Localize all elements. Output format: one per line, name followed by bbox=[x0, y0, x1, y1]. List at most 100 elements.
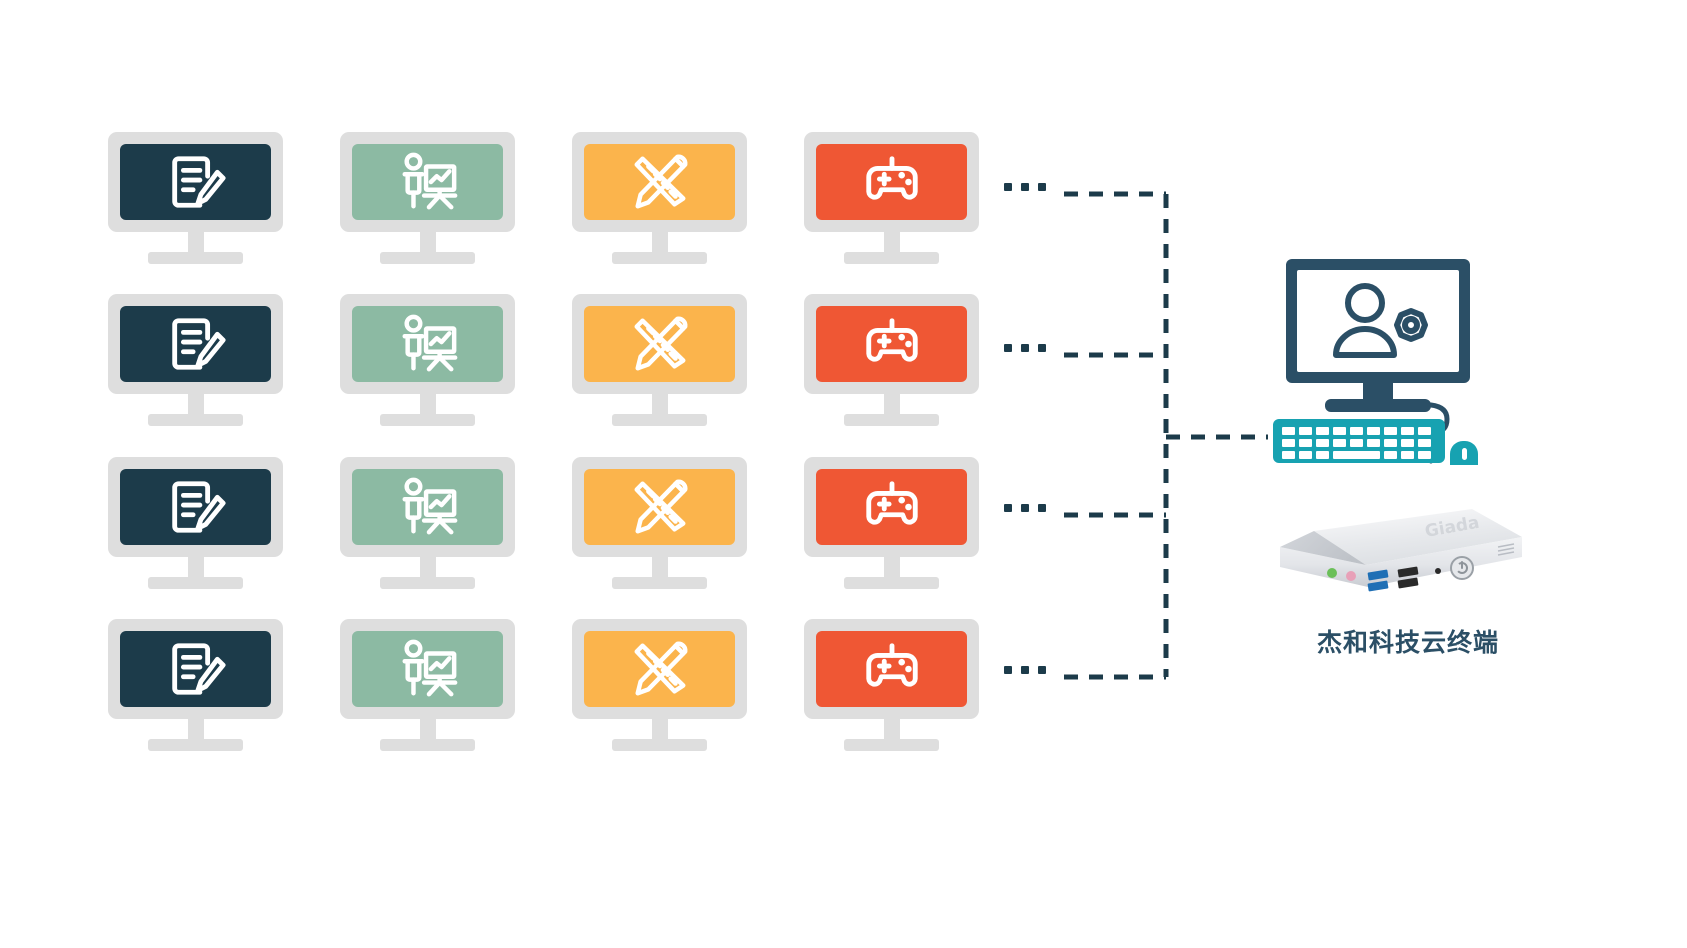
client-monitor-training-r4[interactable] bbox=[340, 619, 515, 751]
monitor-screen bbox=[120, 631, 271, 707]
monitor-base bbox=[1325, 399, 1431, 412]
monitor-neck bbox=[187, 232, 204, 254]
minipc-vents bbox=[1497, 543, 1515, 556]
monitor-base bbox=[148, 739, 243, 751]
monitor-screen bbox=[816, 631, 967, 707]
monitor-base bbox=[612, 739, 707, 751]
ruler-pencil-icon bbox=[629, 476, 691, 538]
monitor bbox=[804, 294, 979, 426]
monitor-base bbox=[148, 252, 243, 264]
document-pencil-icon bbox=[165, 476, 227, 538]
monitor bbox=[804, 457, 979, 589]
client-monitor-design-r2[interactable] bbox=[572, 294, 747, 426]
monitor-screen bbox=[352, 469, 503, 545]
monitor-base bbox=[612, 252, 707, 264]
client-monitor-grid bbox=[108, 132, 1008, 762]
monitor-screen bbox=[120, 144, 271, 220]
monitor-screen bbox=[352, 306, 503, 382]
client-monitor-training-r3[interactable] bbox=[340, 457, 515, 589]
minipc-top-face bbox=[1314, 509, 1522, 565]
row-ellipsis-4 bbox=[1004, 666, 1046, 674]
monitor-neck bbox=[651, 719, 668, 741]
user-gear-icon bbox=[1333, 283, 1397, 358]
monitor-base bbox=[844, 577, 939, 589]
monitor-base bbox=[844, 252, 939, 264]
monitor-screen bbox=[120, 469, 271, 545]
client-monitor-gaming-r2[interactable] bbox=[804, 294, 979, 426]
client-monitor-office-r4[interactable] bbox=[108, 619, 283, 751]
terminal-label: 杰和科技云终端 bbox=[1316, 628, 1499, 657]
monitor-neck bbox=[883, 719, 900, 741]
usb2-port-2 bbox=[1397, 577, 1419, 589]
mouse-wheel bbox=[1462, 448, 1467, 460]
client-monitor-design-r4[interactable] bbox=[572, 619, 747, 751]
presenter-chart-icon bbox=[397, 476, 459, 538]
reset-pinhole bbox=[1435, 568, 1441, 574]
monitor bbox=[340, 132, 515, 264]
monitor-neck bbox=[883, 232, 900, 254]
ruler-pencil-icon bbox=[629, 151, 691, 213]
monitor-screen bbox=[584, 631, 735, 707]
monitor bbox=[572, 294, 747, 426]
client-monitor-office-r2[interactable] bbox=[108, 294, 283, 426]
monitor bbox=[108, 294, 283, 426]
mic-in-jack bbox=[1346, 571, 1356, 581]
monitor bbox=[108, 619, 283, 751]
monitor-base bbox=[148, 414, 243, 426]
keyboard bbox=[1273, 419, 1445, 463]
client-monitor-gaming-r3[interactable] bbox=[804, 457, 979, 589]
monitor bbox=[572, 132, 747, 264]
minipc-cloud-terminal: Giada bbox=[1280, 509, 1522, 592]
ruler-pencil-icon bbox=[629, 638, 691, 700]
monitor-base bbox=[612, 577, 707, 589]
client-monitor-design-r3[interactable] bbox=[572, 457, 747, 589]
keyboard-keys bbox=[1282, 427, 1431, 459]
client-monitor-office-r1[interactable] bbox=[108, 132, 283, 264]
monitor-neck bbox=[651, 232, 668, 254]
monitor bbox=[340, 619, 515, 751]
row-ellipsis-1 bbox=[1004, 183, 1046, 191]
monitor-base bbox=[380, 252, 475, 264]
monitor-screen bbox=[816, 306, 967, 382]
monitor-neck bbox=[419, 719, 436, 741]
monitor-base bbox=[380, 739, 475, 751]
presenter-chart-icon bbox=[397, 151, 459, 213]
monitor-base bbox=[844, 739, 939, 751]
monitor-neck bbox=[651, 394, 668, 416]
monitor-neck bbox=[187, 557, 204, 579]
monitor-base bbox=[844, 414, 939, 426]
row-ellipsis-2 bbox=[1004, 344, 1046, 352]
client-monitor-gaming-r1[interactable] bbox=[804, 132, 979, 264]
client-monitor-training-r2[interactable] bbox=[340, 294, 515, 426]
monitor-neck bbox=[419, 232, 436, 254]
monitor bbox=[804, 132, 979, 264]
gamepad-icon bbox=[861, 476, 923, 538]
monitor-base bbox=[380, 577, 475, 589]
monitor-screen bbox=[816, 469, 967, 545]
monitor-neck bbox=[187, 394, 204, 416]
gamepad-icon bbox=[861, 638, 923, 700]
client-monitor-office-r3[interactable] bbox=[108, 457, 283, 589]
document-pencil-icon bbox=[165, 151, 227, 213]
gamepad-icon bbox=[861, 313, 923, 375]
monitor-neck bbox=[419, 394, 436, 416]
monitor bbox=[108, 457, 283, 589]
client-monitor-gaming-r4[interactable] bbox=[804, 619, 979, 751]
monitor-neck bbox=[883, 394, 900, 416]
usb3-port-2 bbox=[1367, 580, 1389, 592]
monitor-base bbox=[148, 577, 243, 589]
monitor-neck bbox=[419, 557, 436, 579]
gamepad-icon bbox=[861, 151, 923, 213]
client-monitor-design-r1[interactable] bbox=[572, 132, 747, 264]
monitor-screen bbox=[584, 144, 735, 220]
monitor bbox=[804, 619, 979, 751]
monitor-screen bbox=[816, 144, 967, 220]
client-monitor-training-r1[interactable] bbox=[340, 132, 515, 264]
presenter-chart-icon bbox=[397, 638, 459, 700]
monitor bbox=[340, 457, 515, 589]
minipc-left-face bbox=[1280, 531, 1366, 565]
monitor-neck bbox=[1363, 383, 1393, 399]
row-ellipsis-3 bbox=[1004, 504, 1046, 512]
monitor-screen bbox=[584, 469, 735, 545]
